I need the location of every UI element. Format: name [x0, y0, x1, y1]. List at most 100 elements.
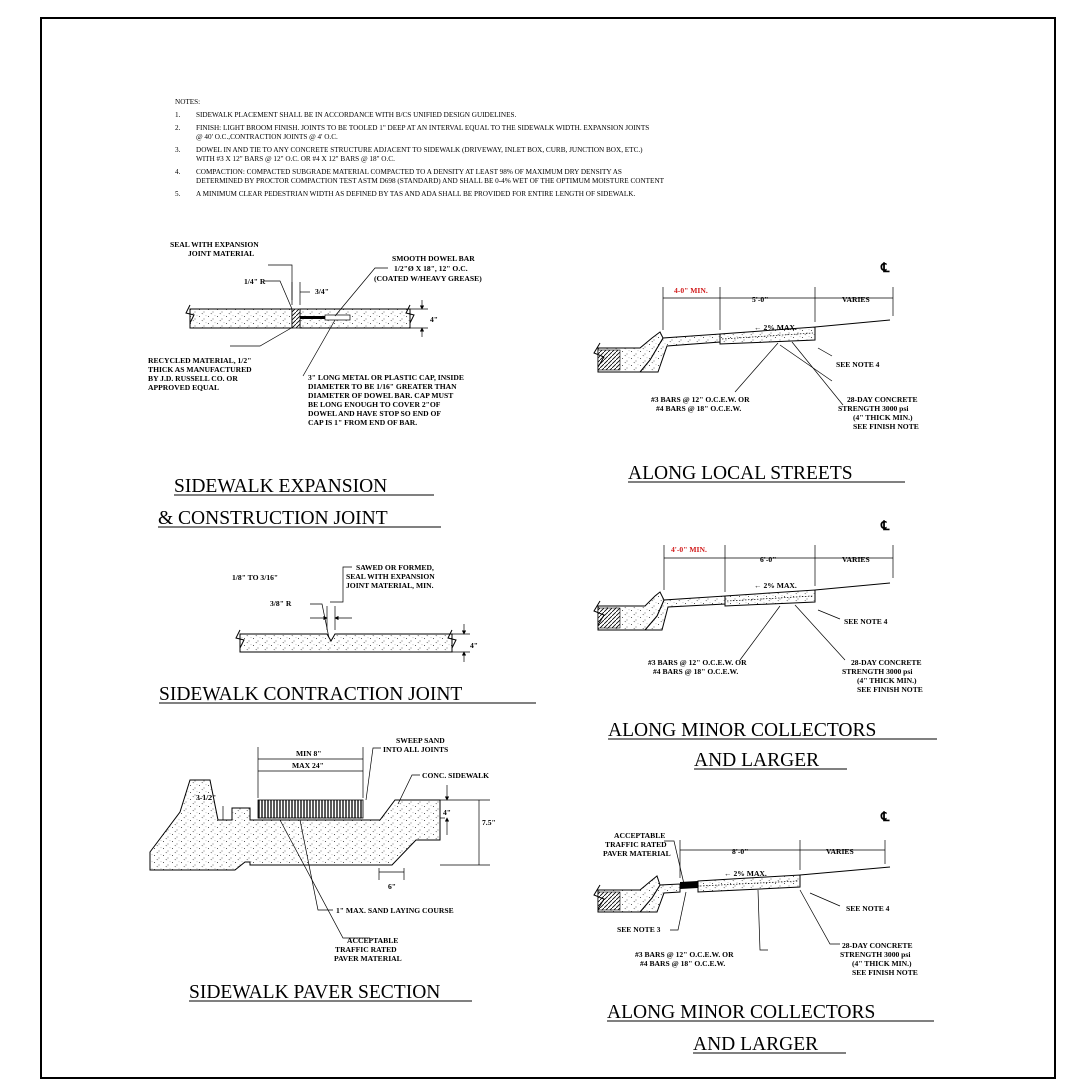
dowel-label-2: 1/2"Ø X 18", 12" O.C. [394, 264, 468, 273]
expansion-joint-detail: SEAL WITH EXPANSION JOINT MATERIAL 1/4" … [148, 240, 482, 529]
sawed-label-3: JOINT MATERIAL, MIN. [346, 581, 434, 590]
curb-dim: 3-1/2" [196, 793, 216, 802]
contraction-joint-detail: 1/8" TO 3/16" 3/8" R SAWED OR FORMED, SE… [159, 563, 536, 705]
recycled-label-1: RECYCLED MATERIAL, 1/2" [148, 356, 251, 365]
paver-mat-label-3: PAVER MATERIAL [603, 849, 671, 858]
note-text: A MINIMUM CLEAR PEDESTRIAN WIDTH AS DEFI… [196, 190, 636, 198]
note-item: 2. FINISH: LIGHT BROOM FINISH. JOINTS TO … [175, 124, 875, 143]
note-text: DOWEL IN AND TIE TO ANY CONCRETE STRUCTU… [196, 146, 643, 154]
local-conc-2: STRENGTH 3000 psi [838, 404, 908, 413]
local-streets-detail: ℄ 4-0" MIN. 5'-0" VARIES ← 2% MAX. SEE N… [593, 260, 919, 484]
paver-label-1: ACCEPTABLE [347, 936, 398, 945]
notes-block: NOTES: 1.SIDEWALK PLACEMENT SHALL BE IN … [175, 98, 875, 203]
contraction-radius: 3/8" R [270, 599, 292, 608]
sweep-label-1: SWEEP SAND [396, 736, 445, 745]
cap-label-5: DOWEL AND HAVE STOP SO END OF [308, 409, 441, 418]
note-number: 3. [175, 146, 181, 154]
minor-conc-3: (4" THICK MIN.) [857, 676, 917, 685]
note-text: @ 40' O.C.,CONTRACTION JOINTS @ 4' O.C. [196, 133, 338, 142]
dowel-label-3: (COATED W/HEAVY GREASE) [374, 274, 482, 283]
minor-min-width: 4'-0" MIN. [671, 545, 707, 554]
cap-label-2: DIAMETER TO BE 1/16" GREATER THAN [308, 382, 457, 391]
paver-max: MAX 24" [292, 761, 324, 770]
minor-centerline: ℄ [880, 518, 890, 533]
local-varies: VARIES [842, 295, 870, 304]
cap-label-1: 3" LONG METAL OR PLASTIC CAP, INSIDE [308, 373, 464, 382]
cap-label-3: DIAMETER OF DOWEL BAR. CAP MUST [308, 391, 453, 400]
paver-bars-2: #4 BARS @ 18" O.C.E.W. [640, 959, 725, 968]
contraction-width-range: 1/8" TO 3/16" [232, 573, 278, 582]
paver-conc-2: STRENGTH 3000 psi [840, 950, 910, 959]
note-item: 1. SIDEWALK PLACEMENT SHALL BE IN ACCORDA… [175, 111, 875, 120]
note-number: 1. [175, 111, 181, 120]
seal-label-1: SEAL WITH EXPANSION [170, 240, 259, 249]
local-centerline: ℄ [880, 260, 890, 275]
recycled-label-2: THICK AS MANUFACTURED [148, 365, 252, 374]
recycled-label-3: BY J.D. RUSSELL CO. OR [148, 374, 238, 383]
note-number: 5. [175, 190, 181, 198]
paver-mat-label-2: TRAFFIC RATED [605, 840, 667, 849]
minor-collectors-detail: ℄ 4'-0" MIN. 6'-0" VARIES ← 2% MAX. SEE … [593, 518, 937, 771]
expansion-radius: 1/4" R [244, 277, 266, 286]
minor-varies: VARIES [842, 555, 870, 564]
paver-slope: ← 2% MAX. [724, 869, 767, 878]
notes-list: 1. SIDEWALK PLACEMENT SHALL BE IN ACCORDA… [175, 111, 875, 199]
note-text: WITH #3 x 12" BARS @ 12" O.C. OR #4 x 12… [196, 155, 395, 164]
local-conc-1: 28-DAY CONCRETE [847, 395, 918, 404]
contraction-thickness: 4" [470, 641, 478, 650]
paver-toe: 6" [388, 882, 396, 891]
local-min-width: 4-0" MIN. [674, 286, 708, 295]
sweep-label-2: INTO ALL JOINTS [383, 745, 448, 754]
dowel-label-1: SMOOTH DOWEL BAR [392, 254, 475, 263]
minor-collectors-paver-detail: ℄ ACCEPTABLE TRAFFIC RATED PAVER MATERIA… [593, 809, 934, 1055]
note-item: 4. COMPACTION: COMPACTED SUBGRADE MATERIA… [175, 168, 875, 187]
paver-bars-1: #3 BARS @ 12" O.C.E.W. OR [635, 950, 734, 959]
paver-walk-width: 8'-0" [732, 847, 748, 856]
paver-title: SIDEWALK PAVER SECTION [189, 982, 440, 1003]
expansion-title-1: SIDEWALK EXPANSION [174, 476, 387, 497]
paver-mat-label-1: ACCEPTABLE [614, 831, 665, 840]
drawing-sheet [40, 17, 1056, 1079]
note-number: 4. [175, 168, 181, 176]
paver-label-2: TRAFFIC RATED [335, 945, 397, 954]
paver-depth: 7.5" [482, 818, 496, 827]
note-number: 2. [175, 124, 181, 132]
cap-label-6: CAP IS 1" FROM END OF BAR. [308, 418, 417, 427]
minor-bars-2: #4 BARS @ 18" O.C.E.W. [653, 667, 738, 676]
paver-section-detail: MIN 8" MAX 24" SWEEP SAND INTO ALL JOINT… [149, 736, 496, 1003]
paver-collectors-title-1: ALONG MINOR COLLECTORS [607, 1002, 875, 1023]
paver-thickness: 4" [443, 808, 451, 817]
paver-conc-4: SEE FINISH NOTE [852, 968, 918, 977]
paver-label-3: PAVER MATERIAL [334, 954, 402, 963]
sawed-label-1: SAWED OR FORMED, [356, 563, 434, 572]
note-item: 3. DOWEL IN AND TIE TO ANY CONCRETE STRUC… [175, 146, 875, 165]
minor-conc-2: STRENGTH 3000 psi [842, 667, 912, 676]
minor-conc-4: SEE FINISH NOTE [857, 685, 923, 694]
paver-collectors-title-2: AND LARGER [693, 1034, 818, 1055]
conc-sidewalk-label: CONC. SIDEWALK [422, 771, 489, 780]
minor-see-note: SEE NOTE 4 [844, 617, 888, 626]
sand-label: 1" MAX. SAND LAYING COURSE [336, 906, 454, 915]
recycled-label-4: APPROVED EQUAL [148, 383, 219, 392]
local-slope: ← 2% MAX. [754, 323, 797, 332]
note-text: SIDEWALK PLACEMENT SHALL BE IN ACCORDANC… [196, 111, 517, 120]
local-walk-width: 5'-0" [752, 295, 768, 304]
expansion-thickness: 4" [430, 315, 438, 324]
minor-walk-width: 6'-0" [760, 555, 776, 564]
note-text: FINISH: LIGHT BROOM FINISH. JOINTS TO BE… [196, 124, 650, 132]
contraction-title: SIDEWALK CONTRACTION JOINT [159, 684, 462, 705]
paver-conc-3: (4" THICK MIN.) [852, 959, 912, 968]
note-text: COMPACTION: COMPACTED SUBGRADE MATERIAL … [196, 168, 622, 176]
minor-bars-1: #3 BARS @ 12" O.C.E.W. OR [648, 658, 747, 667]
paver-see-note3: SEE NOTE 3 [617, 925, 661, 934]
minor-title-1: ALONG MINOR COLLECTORS [608, 720, 876, 741]
local-title: ALONG LOCAL STREETS [628, 463, 853, 484]
local-bars-2: #4 BARS @ 18" O.C.E.W. [656, 404, 741, 413]
local-conc-3: (4" THICK MIN.) [853, 413, 913, 422]
expansion-gap: 3/4" [315, 287, 329, 296]
cap-label-4: BE LONG ENOUGH TO COVER 2"OF [308, 400, 441, 409]
seal-label-2: JOINT MATERIAL [188, 249, 254, 258]
paver-min: MIN 8" [296, 749, 322, 758]
paver-conc-1: 28-DAY CONCRETE [842, 941, 913, 950]
